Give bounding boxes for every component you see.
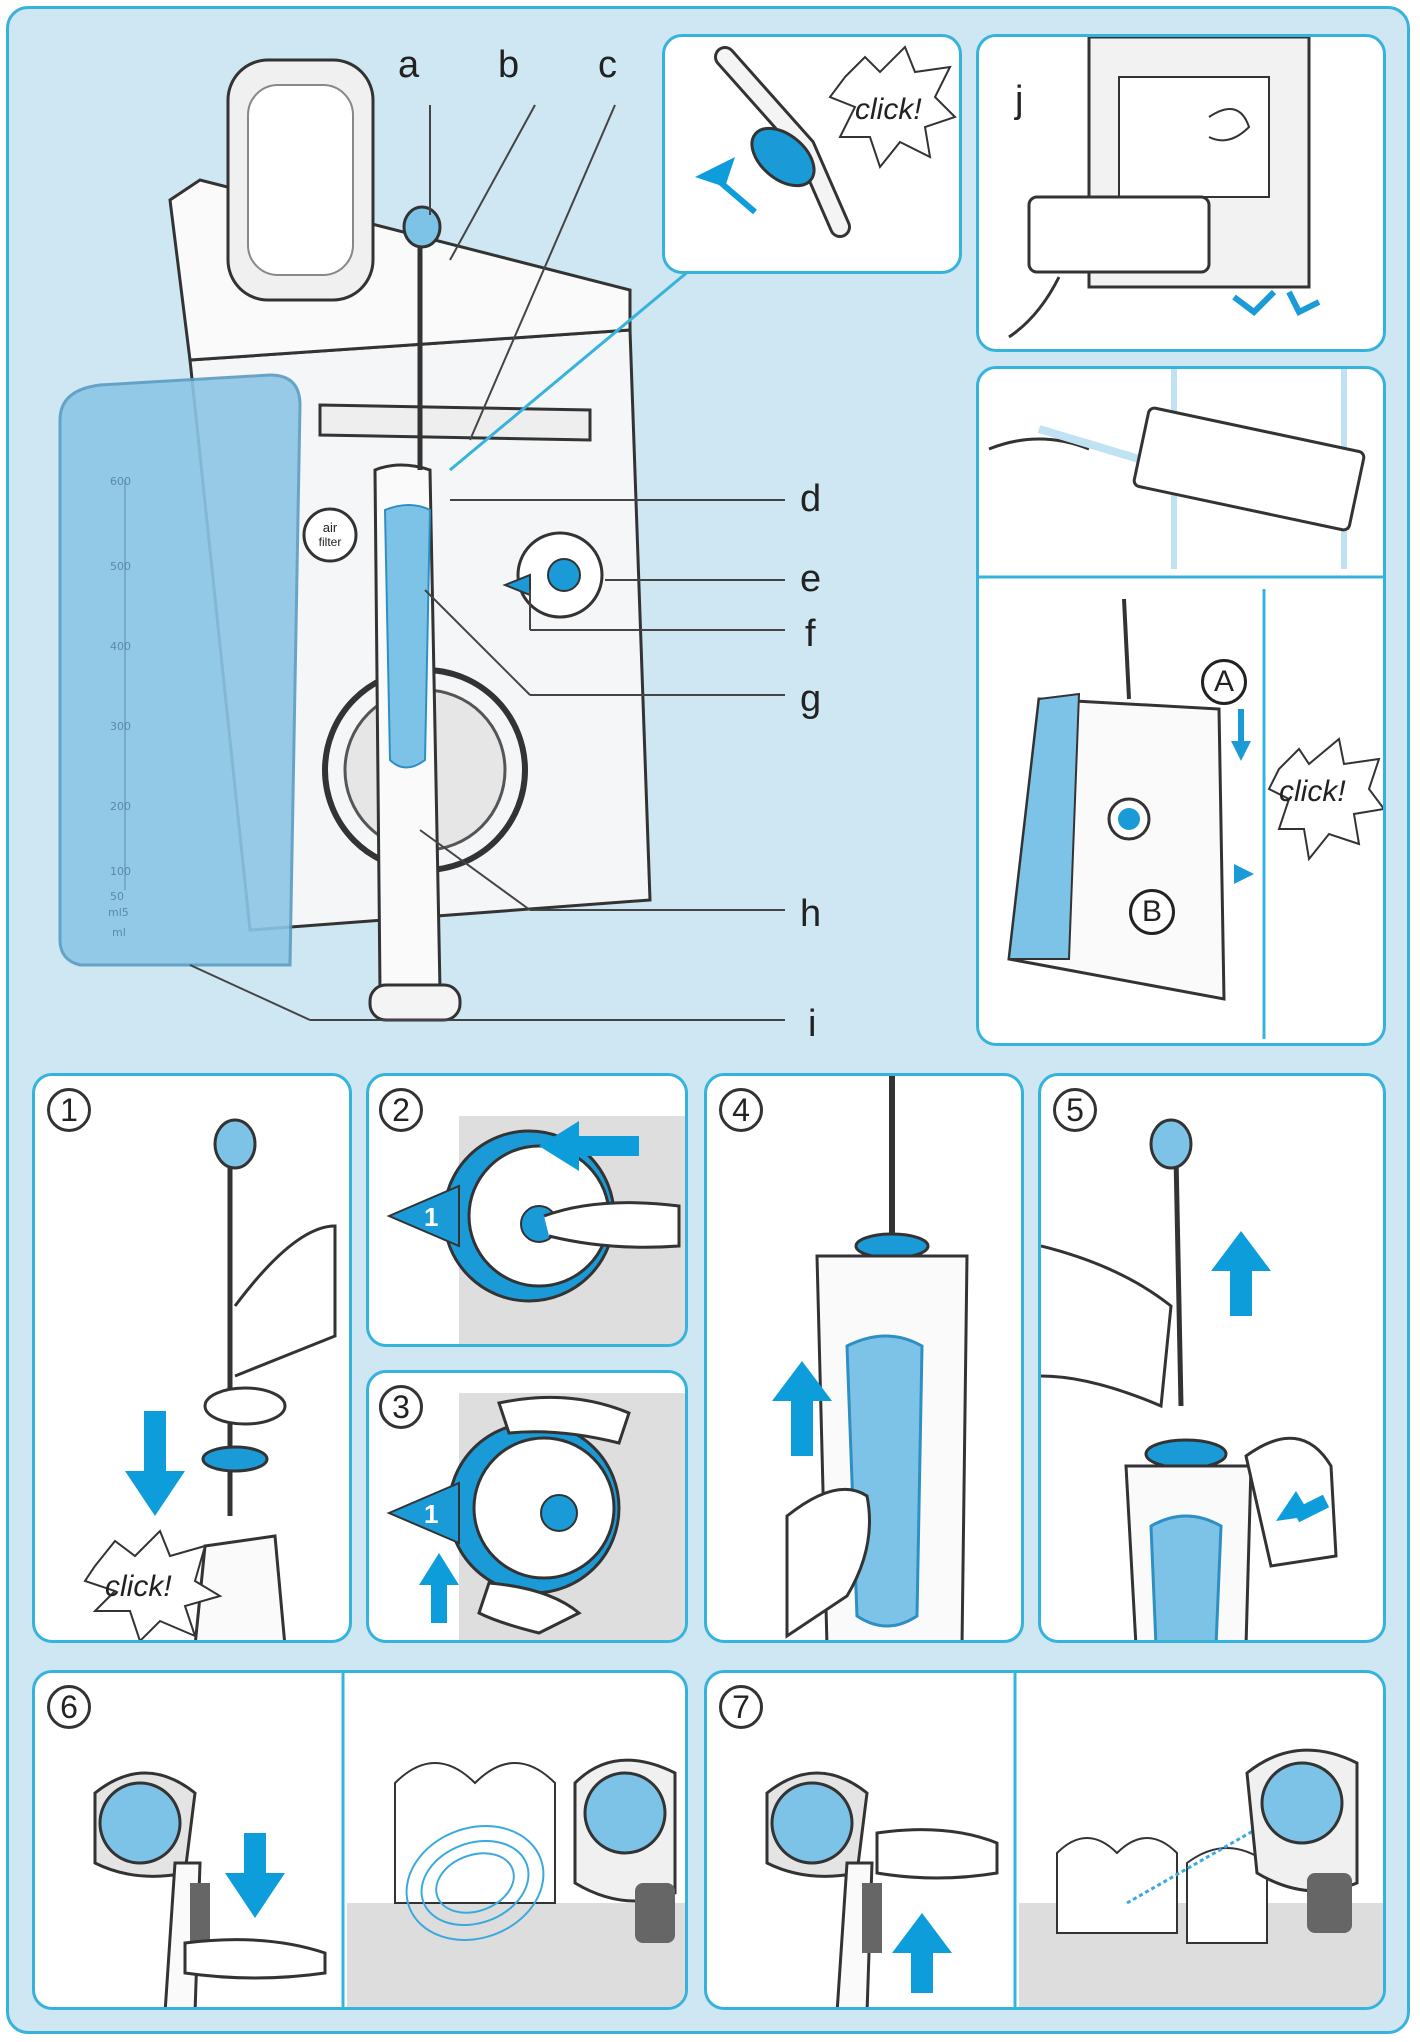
insert-arrow bbox=[695, 157, 735, 187]
power-cord bbox=[1008, 276, 1061, 339]
cord-storage-panel: j bbox=[976, 34, 1386, 352]
step-1-illustration: click! bbox=[83, 1118, 337, 1640]
step-4-illustration bbox=[772, 1076, 969, 1640]
arrow-down bbox=[225, 1873, 285, 1918]
click-text-step1: click! bbox=[105, 1570, 172, 1603]
connector-line bbox=[449, 268, 691, 472]
step-5-panel: 5 bbox=[1038, 1073, 1386, 1643]
water-jet bbox=[1126, 1821, 1268, 1905]
step-6-illustration bbox=[93, 1673, 685, 2007]
step-3-panel: 1 3 bbox=[366, 1370, 688, 1643]
scale-500: 500 bbox=[110, 560, 131, 573]
label-d: d bbox=[800, 478, 822, 520]
step-4-panel: 4 bbox=[704, 1073, 1024, 1643]
click-burst bbox=[828, 45, 957, 170]
scale-200: 200 bbox=[110, 800, 131, 813]
overview-panel: 600 500 400 300 200 100 50 ml5 ml air fi… bbox=[30, 30, 978, 1047]
step-2-badge: 2 bbox=[379, 1088, 423, 1132]
air-filter-label-1: air bbox=[323, 520, 338, 535]
scale-50: 50 bbox=[110, 890, 124, 903]
scale-ml: ml bbox=[112, 926, 126, 939]
click-detail-illustration: click! bbox=[695, 45, 957, 238]
knob-number-3: 1 bbox=[424, 1499, 438, 1529]
arrow-left bbox=[539, 1121, 579, 1171]
step-1-panel: click! 1 bbox=[32, 1073, 352, 1643]
scale-ml5: ml5 bbox=[108, 906, 129, 919]
brush-head-tray bbox=[318, 403, 592, 442]
overview-illustration: 600 500 400 300 200 100 50 ml5 ml air fi… bbox=[58, 58, 785, 1022]
step-6-panel: 6 bbox=[32, 1670, 688, 2010]
step-5-badge: 5 bbox=[1053, 1088, 1097, 1132]
label-f: f bbox=[805, 613, 816, 655]
cord-cover bbox=[1027, 195, 1211, 274]
label-a: a bbox=[398, 44, 420, 86]
position-B: B bbox=[1129, 889, 1175, 935]
step-7-badge: 7 bbox=[719, 1685, 763, 1729]
position-A: A bbox=[1201, 659, 1247, 705]
label-b: b bbox=[498, 44, 520, 86]
scale-600: 600 bbox=[110, 475, 131, 488]
arrow-up bbox=[1211, 1231, 1271, 1271]
step-6-badge: 6 bbox=[47, 1685, 91, 1729]
step-4-badge: 4 bbox=[719, 1088, 763, 1132]
step-7-panel: 7 bbox=[704, 1670, 1386, 2010]
click-text-wall: click! bbox=[1279, 775, 1346, 808]
air-filter-label-2: filter bbox=[319, 535, 342, 549]
wall-mount-illustration: click! bbox=[979, 369, 1383, 1039]
arrow-up bbox=[772, 1361, 832, 1401]
charging-stand bbox=[368, 983, 462, 1022]
brush-head bbox=[402, 205, 442, 249]
label-i: i bbox=[808, 1003, 817, 1045]
reservoir-scale: 600 500 400 300 200 100 50 ml5 ml bbox=[108, 475, 131, 939]
click-text-top: click! bbox=[855, 93, 922, 126]
label-j: j bbox=[1015, 79, 1024, 121]
air-filter-icon bbox=[302, 507, 358, 563]
leader-lines bbox=[189, 104, 785, 1021]
arrow-up bbox=[419, 1553, 459, 1585]
knob-number-2: 1 bbox=[424, 1202, 438, 1232]
scale-100: 100 bbox=[110, 865, 131, 878]
label-e: e bbox=[800, 558, 822, 600]
wall-mount-panel: click! A B bbox=[976, 366, 1386, 1046]
label-c: c bbox=[598, 44, 617, 86]
cord-storage-illustration bbox=[1008, 37, 1321, 339]
hand-screwdriver bbox=[988, 437, 1090, 451]
step-2-illustration: 1 bbox=[386, 1116, 685, 1344]
step-7-illustration bbox=[765, 1673, 1383, 2007]
blue-ring bbox=[750, 126, 816, 188]
wall-bracket bbox=[1132, 406, 1366, 532]
step-3-badge: 3 bbox=[379, 1385, 423, 1429]
step-5-illustration bbox=[1041, 1118, 1338, 1640]
label-g: g bbox=[800, 678, 822, 720]
cover-arrow-1 bbox=[1232, 289, 1277, 316]
handle-grip bbox=[383, 504, 432, 769]
step-1-badge: 1 bbox=[47, 1088, 91, 1132]
scale-400: 400 bbox=[110, 640, 131, 653]
arrow-down bbox=[125, 1471, 185, 1516]
arrow-up bbox=[892, 1913, 952, 1953]
arrow-right-B bbox=[1234, 864, 1254, 884]
step-3-illustration: 1 bbox=[386, 1393, 685, 1640]
step-2-panel: 1 2 bbox=[366, 1073, 688, 1347]
cover-arrow-2 bbox=[1286, 290, 1321, 317]
click-detail-panel: click! bbox=[662, 34, 962, 274]
water-reservoir bbox=[58, 373, 302, 967]
scale-300: 300 bbox=[110, 720, 131, 733]
label-h: h bbox=[800, 893, 822, 935]
arrow-down-A bbox=[1231, 741, 1251, 761]
